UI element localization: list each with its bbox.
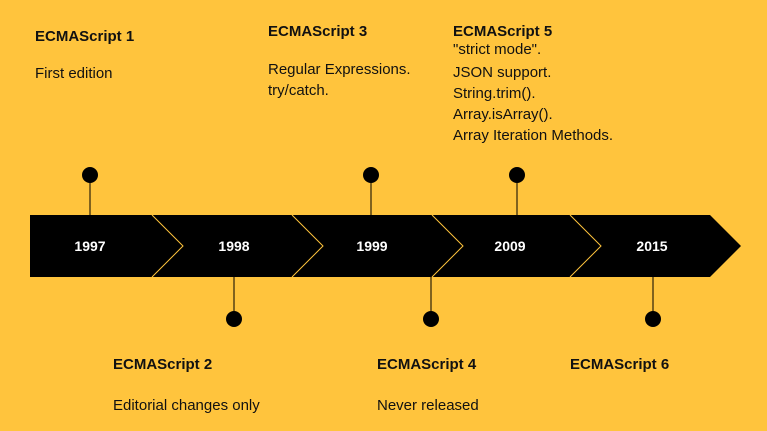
event-desc-es3-line1: Regular Expressions. bbox=[268, 61, 411, 78]
marker-dot-es3 bbox=[363, 167, 379, 183]
marker-dot-es2 bbox=[226, 311, 242, 327]
year-label-2015: 2015 bbox=[636, 238, 667, 254]
event-desc-es1-line1: First edition bbox=[35, 65, 113, 82]
chevron-separator-3 bbox=[431, 214, 464, 278]
event-desc-es5-line1: "strict mode". bbox=[453, 41, 542, 58]
year-label-1999: 1999 bbox=[356, 238, 387, 254]
event-title-es3: ECMAScript 3 bbox=[268, 23, 368, 40]
event-desc-es4-line1: Never released bbox=[377, 397, 479, 414]
event-title-es6: ECMAScript 6 bbox=[570, 356, 670, 373]
event-desc-es5-line3: String.trim(). bbox=[453, 85, 536, 102]
event-title-es5: ECMAScript 5 bbox=[453, 23, 553, 40]
year-label-2009: 2009 bbox=[494, 238, 525, 254]
year-label-1998: 1998 bbox=[218, 238, 249, 254]
marker-dot-es5 bbox=[509, 167, 525, 183]
marker-dot-es4 bbox=[423, 311, 439, 327]
chevron-separator-1 bbox=[151, 214, 184, 278]
event-desc-es3-line2: try/catch. bbox=[268, 81, 329, 99]
marker-dot-es6 bbox=[645, 311, 661, 327]
event-title-es1: ECMAScript 1 bbox=[35, 28, 135, 45]
chevron-separator-2 bbox=[291, 214, 324, 278]
event-title-es2: ECMAScript 2 bbox=[113, 356, 213, 373]
chevron-separator-4 bbox=[569, 214, 602, 278]
event-desc-es5-line5: Array Iteration Methods. bbox=[453, 127, 614, 144]
event-title-es4: ECMAScript 4 bbox=[377, 356, 477, 373]
timeline-bar bbox=[30, 215, 741, 277]
year-label-1997: 1997 bbox=[74, 238, 105, 254]
event-desc-es5-line4: Array.isArray(). bbox=[453, 106, 553, 123]
event-desc-es2-line1: Editorial changes only bbox=[113, 397, 260, 414]
event-desc-es5-line2: JSON support. bbox=[453, 64, 552, 81]
marker-dot-es1 bbox=[82, 167, 98, 183]
